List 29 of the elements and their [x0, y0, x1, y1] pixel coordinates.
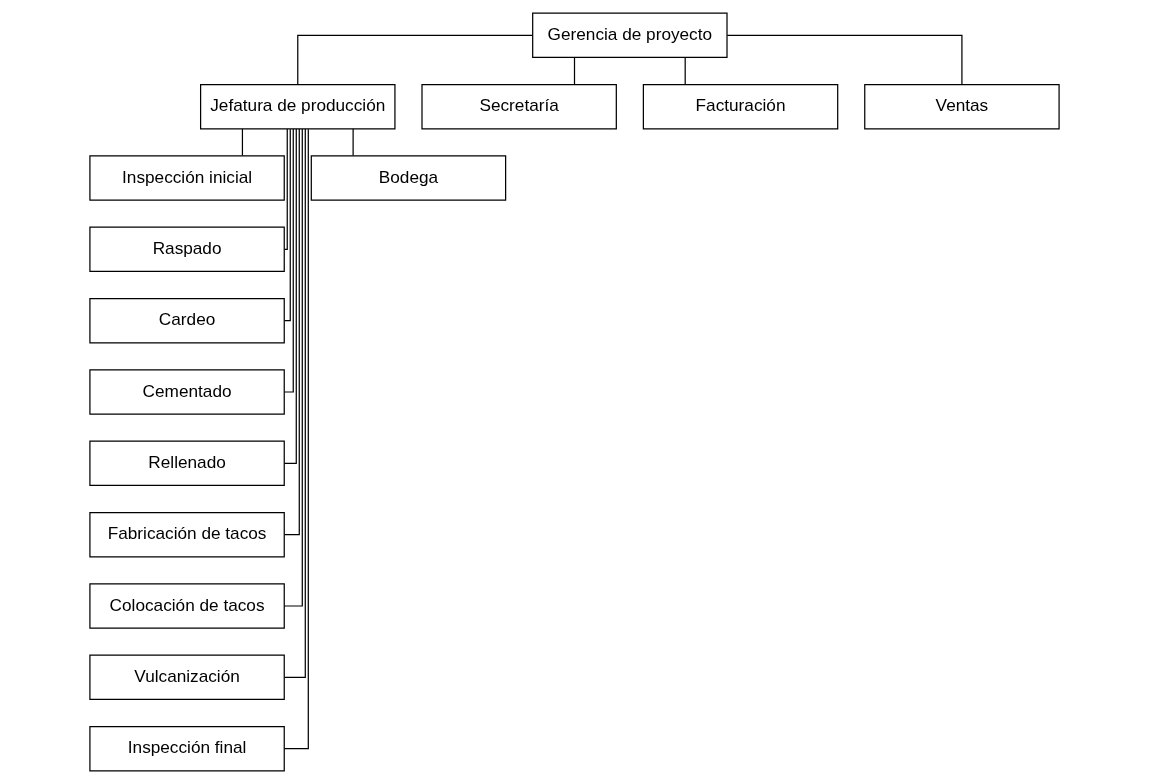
node-box: Colocación de tacos — [89, 583, 285, 629]
connector — [283, 128, 297, 464]
node-box: Inspección inicial — [89, 155, 285, 201]
node-box: Inspección final — [89, 725, 285, 772]
connector — [297, 34, 534, 86]
node-box: Cardeo — [89, 297, 285, 344]
node-box: Fabricación de tacos — [89, 511, 285, 558]
connector — [284, 128, 300, 536]
connector — [684, 56, 686, 85]
connector — [283, 128, 294, 393]
node-box: Raspado — [89, 226, 285, 273]
node-box: Bodega — [310, 155, 507, 201]
node-box: Jefatura de producción — [200, 83, 396, 130]
connector — [283, 128, 288, 250]
connector — [284, 128, 291, 322]
node-box: Secretaría — [421, 83, 617, 130]
connector — [241, 128, 244, 157]
connector — [283, 128, 309, 750]
node-box: Ventas — [864, 83, 1060, 130]
connector — [726, 34, 963, 86]
connector — [283, 128, 303, 607]
node-box: Rellenado — [89, 440, 285, 487]
connector — [352, 128, 354, 157]
node-box: Cementado — [89, 369, 285, 415]
connector — [284, 128, 306, 678]
connector — [573, 56, 576, 85]
node-box: Vulcanización — [89, 654, 285, 701]
node-box: Facturación — [642, 83, 839, 130]
node-box: Gerencia de proyecto — [532, 12, 728, 59]
